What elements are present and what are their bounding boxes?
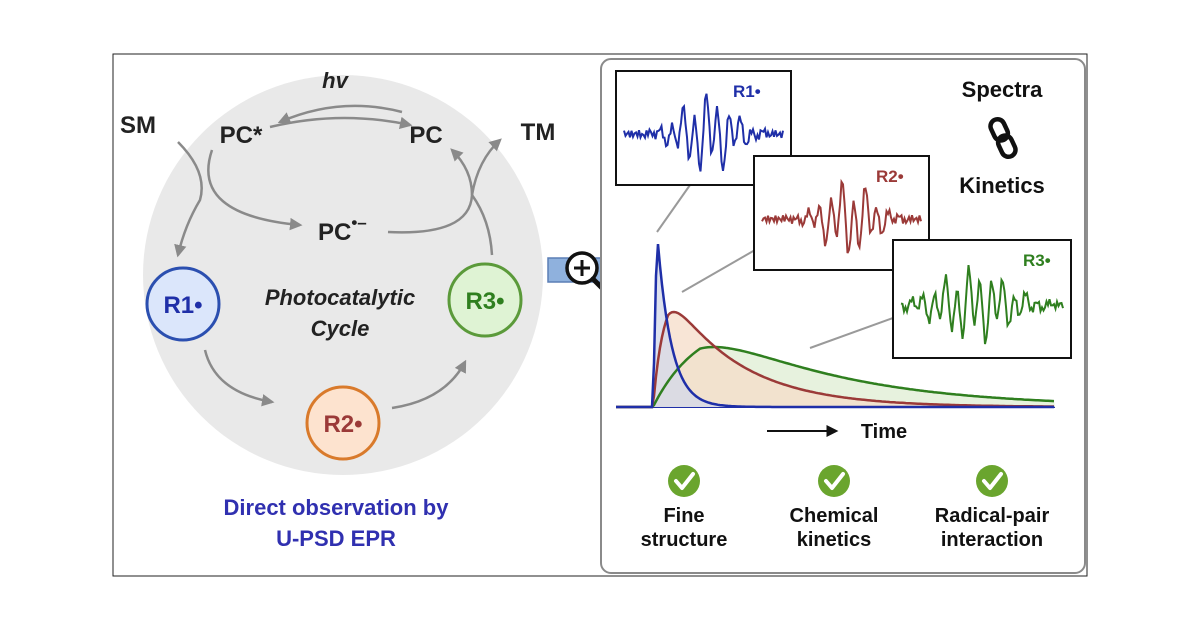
- r1-to-r2-arrow: [203, 349, 275, 407]
- check-item-line2: structure: [641, 529, 728, 551]
- r2-kinetic-fill: [616, 312, 1055, 407]
- r3-spectrum-box: R3•: [892, 239, 1072, 359]
- r2-circle: [305, 385, 381, 461]
- pcanion-to-pc-arrow: [387, 148, 474, 234]
- check-item-line1: Chemical: [790, 505, 879, 527]
- r2-leader-line: [681, 249, 756, 293]
- pc-star-label: PC*: [220, 122, 263, 149]
- r1-spectrum-trace: [623, 93, 784, 172]
- hv-label: hv: [322, 68, 349, 93]
- r2-kinetic-trace: [616, 310, 1054, 409]
- r3-circle: [447, 262, 523, 338]
- tm-label: TM: [521, 119, 556, 146]
- r1-label: R1•: [163, 292, 202, 319]
- check-item-line2: interaction: [941, 529, 1043, 551]
- r3-label: R3•: [465, 288, 504, 315]
- sm-to-r1-arrow: [174, 141, 203, 258]
- pc-anion-label: PC•–: [318, 213, 367, 246]
- cycle-title-line1: Photocatalytic: [265, 285, 415, 310]
- sm-label: SM: [120, 112, 156, 139]
- check-item-line2: kinetics: [797, 529, 871, 551]
- check-item-line1: Radical-pair: [935, 505, 1050, 527]
- hv-arrow-back: [277, 104, 403, 124]
- pcstar-to-pcanion-arrow: [207, 149, 303, 231]
- r2-to-r3-arrow: [391, 359, 467, 410]
- r3-to-products-path: [470, 194, 494, 256]
- check-icon: [818, 465, 850, 497]
- r3-spectrum-label: R3•: [1023, 251, 1051, 270]
- r3-leader-line: [809, 317, 894, 349]
- r1-kinetic-fill: [616, 244, 1055, 407]
- r1-circle: [145, 266, 221, 342]
- link-icon: [988, 116, 1018, 160]
- check-icon: [668, 465, 700, 497]
- pc-label: PC: [409, 122, 442, 149]
- r2-spectrum-trace: [761, 178, 922, 254]
- r1-spectrum-label: R1•: [733, 82, 761, 101]
- check-icon: [976, 465, 1008, 497]
- r2-label: R2•: [323, 411, 362, 438]
- check-item-line1: Fine: [663, 505, 704, 527]
- check-radical-pair-interaction: Radical-pair interaction: [935, 465, 1050, 551]
- time-label: Time: [861, 421, 907, 443]
- results-panel: [600, 58, 1086, 574]
- check-fine-structure: Fine structure: [641, 465, 728, 551]
- kinetics-label: Kinetics: [959, 173, 1045, 198]
- caption-line2: U-PSD EPR: [276, 526, 396, 551]
- r1-leader-line: [656, 184, 691, 233]
- r2-spectrum-label: R2•: [876, 167, 904, 186]
- caption-line1: Direct observation by: [224, 495, 450, 520]
- r1-kinetic-trace: [616, 243, 1054, 409]
- r3-spectrum-trace: [900, 264, 1064, 345]
- r3-kinetic-trace: [616, 345, 1055, 409]
- cycle-title-line2: Cycle: [311, 316, 370, 341]
- to-tm-arrow: [470, 138, 502, 196]
- hv-arrow-forward: [269, 116, 413, 130]
- cycle-background: [143, 75, 543, 475]
- kinetics-plot: [616, 243, 1055, 409]
- check-chemical-kinetics: Chemical kinetics: [790, 465, 879, 551]
- photocatalytic-cycle: hv SM TM PC* PC PC•– R1• R2• R3• Photoca…: [120, 68, 555, 475]
- spectra-label: Spectra: [962, 77, 1043, 102]
